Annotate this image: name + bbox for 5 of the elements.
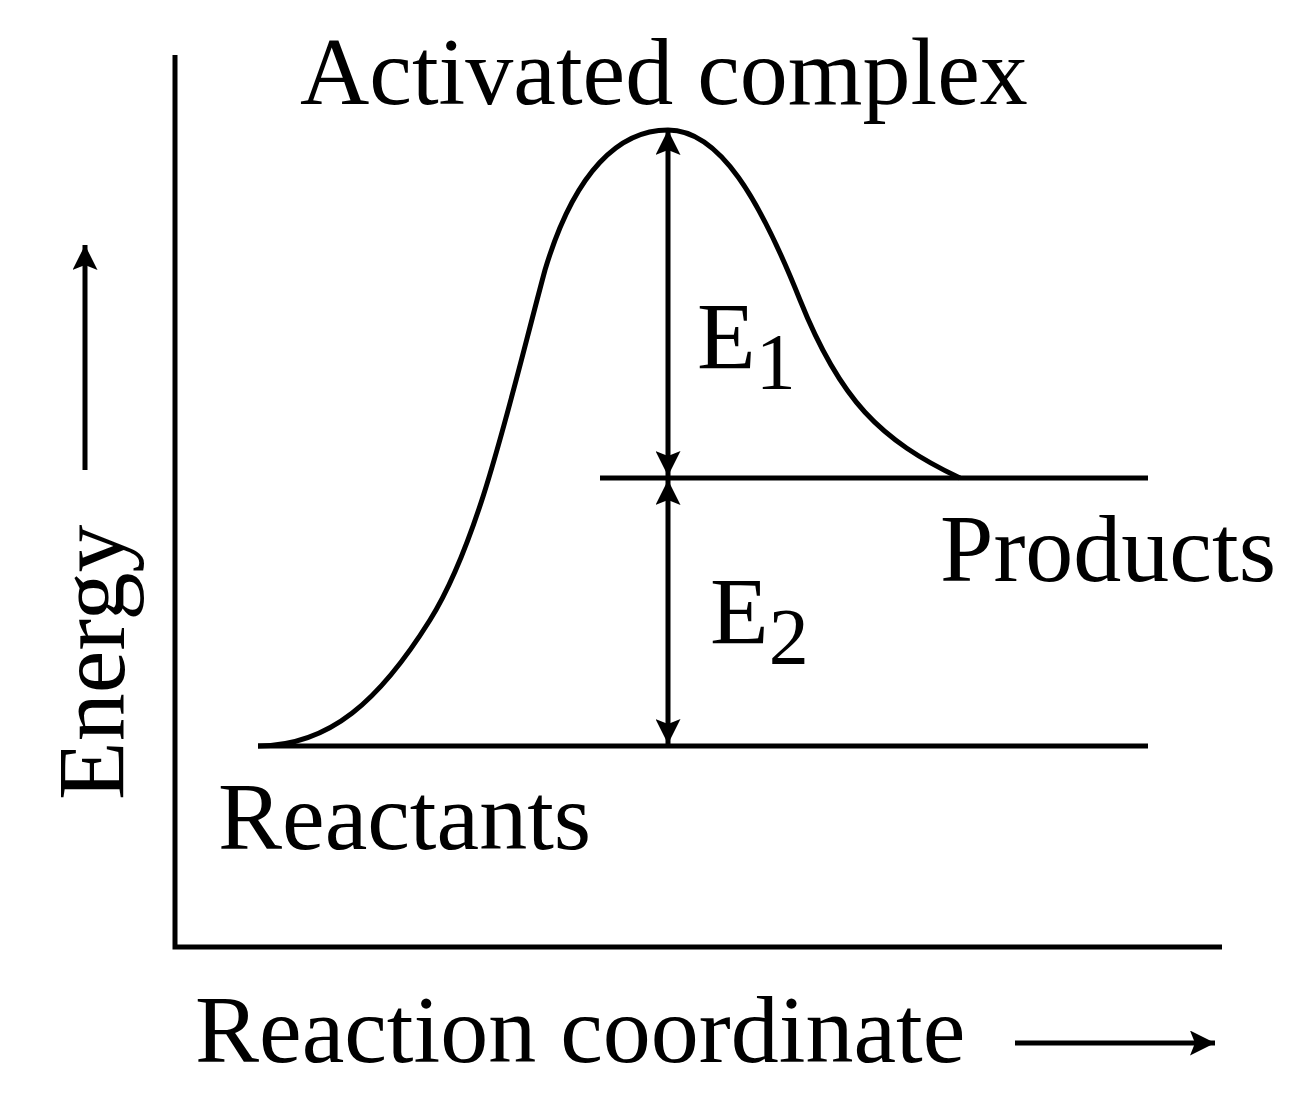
energy-difference-label: E$_{2}$: [710, 564, 809, 678]
axis-title: Reaction coordinate: [195, 982, 966, 1078]
level-label: Reactants: [218, 769, 592, 865]
level-label: Products: [940, 501, 1276, 597]
energy-difference-label: E$_{1}$: [697, 289, 796, 403]
